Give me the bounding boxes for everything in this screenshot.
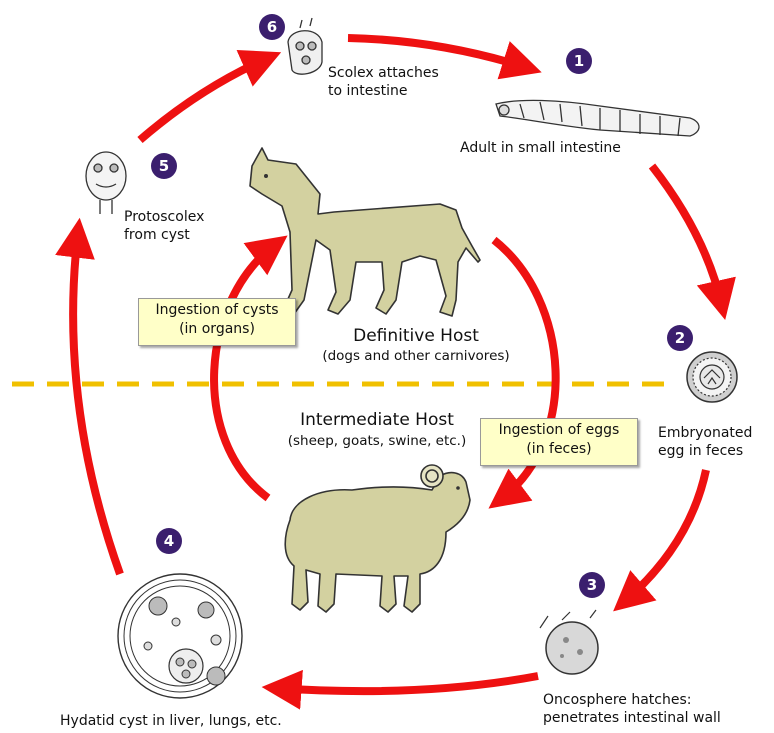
- stage-4-label: Hydatid cyst in liver, lungs, etc.: [60, 712, 282, 730]
- definitive-host-subtitle: (dogs and other carnivores): [296, 347, 536, 365]
- dog-illustration: [250, 148, 480, 316]
- stage-3-label: Oncosphere hatches: penetrates intestina…: [543, 691, 721, 727]
- arrow-1-to-2: [652, 166, 722, 306]
- arrow-5-to-6: [140, 58, 268, 140]
- stage-5-label: Protoscolex from cyst: [124, 208, 204, 244]
- adult-worm-illustration: [496, 100, 699, 136]
- stage-badge: 5: [151, 153, 177, 179]
- hydatid-cyst-illustration: [118, 574, 242, 698]
- intermediate-host-subtitle: (sheep, goats, swine, etc.): [262, 432, 492, 450]
- stage-badge: 6: [259, 14, 285, 40]
- arrow-3-to-4: [276, 676, 538, 691]
- arrow-4-to-5: [73, 232, 120, 574]
- arrow-sheep-to-dog: [214, 244, 276, 498]
- egg-illustration: [687, 352, 737, 402]
- arrow-2-to-3: [624, 470, 706, 602]
- scolex-illustration: [288, 18, 322, 74]
- definitive-host-title: Definitive Host: [296, 326, 536, 346]
- ingestion-of-cysts-box: Ingestion of cysts (in organs): [138, 298, 296, 346]
- sheep-illustration: [285, 465, 470, 612]
- stage-badge: 1: [566, 48, 592, 74]
- oncosphere-illustration: [540, 610, 598, 674]
- intermediate-host-title: Intermediate Host: [262, 410, 492, 430]
- stage-badge: 3: [579, 572, 605, 598]
- stage-badge: 2: [667, 325, 693, 351]
- protoscolex-illustration: [86, 152, 126, 214]
- stage-badge: 4: [156, 528, 182, 554]
- ingestion-of-eggs-box: Ingestion of eggs (in feces): [480, 418, 638, 466]
- stage-1-label: Adult in small intestine: [460, 139, 621, 157]
- stage-2-label: Embryonated egg in feces: [658, 424, 752, 460]
- stage-6-label: Scolex attaches to intestine: [328, 64, 439, 100]
